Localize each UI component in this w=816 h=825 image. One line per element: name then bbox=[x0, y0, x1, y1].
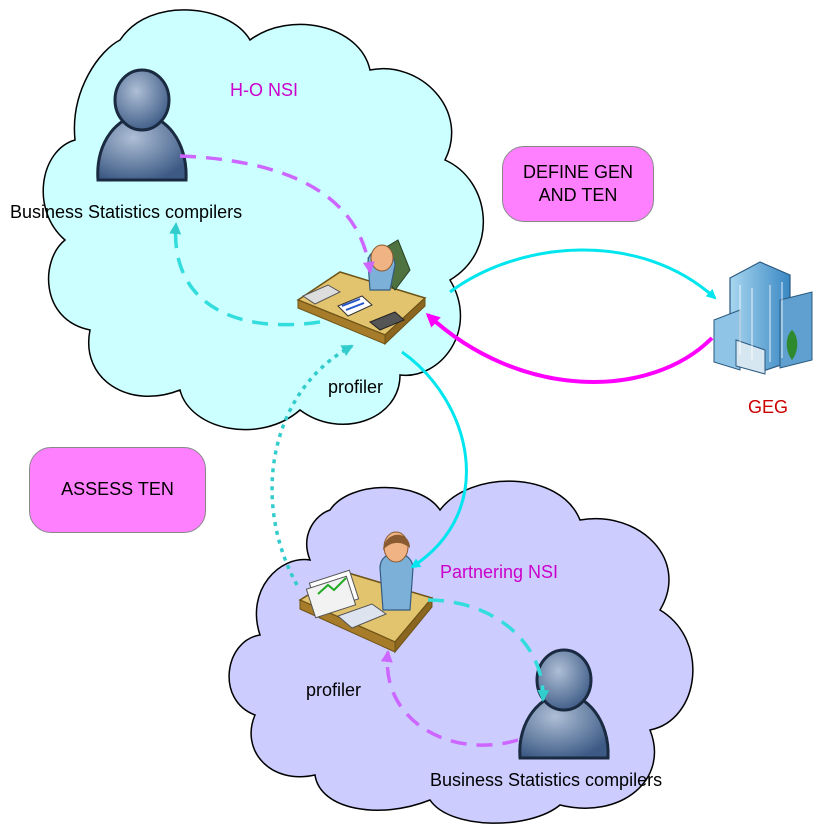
top-profiler-label: profiler bbox=[328, 377, 384, 397]
profiler-desk-icon bbox=[296, 239, 427, 346]
partner-compilers-person-icon bbox=[518, 648, 610, 760]
partner-compilers-to-profiler-arrow bbox=[380, 650, 519, 747]
bottom-profiler-label: profiler bbox=[306, 680, 362, 700]
profiler-to-partner-compilers-arrow bbox=[427, 598, 550, 702]
bottom-compilers-label: Business Statistics compilers bbox=[430, 770, 663, 790]
define-gen-ten-box: DEFINE GEN AND TEN bbox=[502, 146, 654, 222]
geg-building-icon bbox=[713, 261, 813, 375]
compilers-person-icon bbox=[96, 68, 188, 182]
define-box-line2: AND TEN bbox=[538, 185, 618, 205]
geg-label: GEG bbox=[748, 397, 789, 417]
define-arrow bbox=[449, 248, 717, 300]
assess-arrow bbox=[270, 344, 354, 586]
define-box-line1: DEFINE GEN bbox=[522, 161, 633, 182]
ho-nsi-title: H-O NSI bbox=[230, 80, 299, 100]
assess-box-label: ASSESS TEN bbox=[61, 479, 174, 500]
compilers-to-profiler-arrow bbox=[179, 154, 375, 274]
partnering-nsi-title: Partnering NSI bbox=[440, 562, 559, 582]
top-compilers-label: Business Statistics compilers bbox=[10, 202, 243, 222]
assess-ten-box: ASSESS TEN bbox=[29, 447, 206, 533]
partner-profiler-desk-icon bbox=[298, 531, 434, 654]
handover-arrow bbox=[401, 350, 468, 569]
return-arrow bbox=[425, 312, 714, 384]
profiler-to-compilers-arrow bbox=[169, 222, 321, 327]
